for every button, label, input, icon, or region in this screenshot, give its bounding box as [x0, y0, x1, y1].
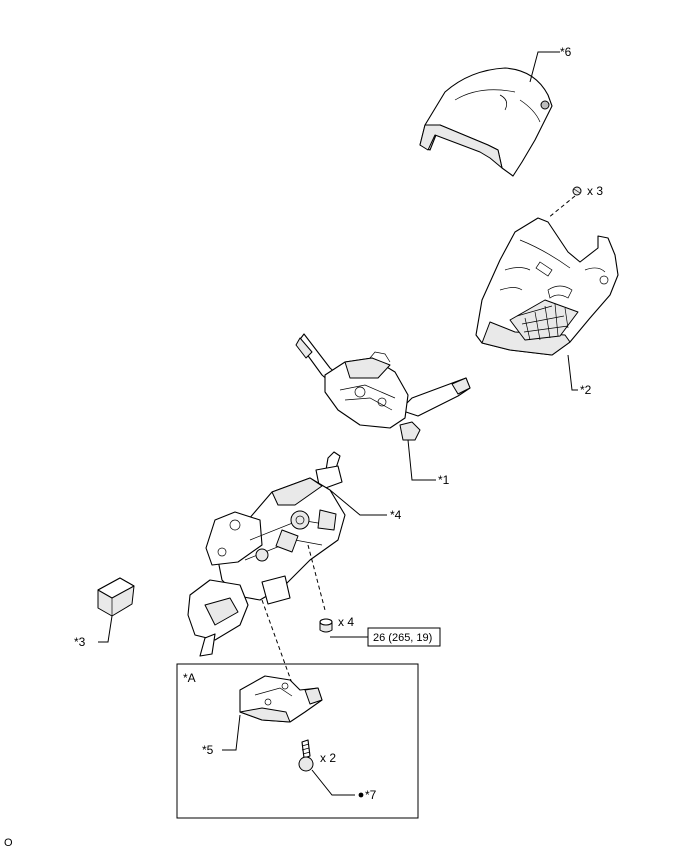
- column-ecu: [239, 675, 323, 723]
- screw-icon: [572, 186, 582, 196]
- lower-column-cover: [475, 217, 619, 356]
- label-part-2: *2: [580, 383, 592, 397]
- combination-switch: [295, 333, 471, 441]
- filled-circle-icon: [358, 792, 364, 798]
- label-corner: O: [4, 837, 13, 849]
- label-part-4: *4: [390, 508, 402, 522]
- label-part-a: *A: [183, 671, 196, 685]
- steering-column-assembly: [187, 451, 346, 657]
- torque-spec-box: [367, 627, 441, 647]
- label-qty-x4: x 4: [338, 615, 354, 629]
- label-part-1: *1: [438, 473, 450, 487]
- bolt-icon: [319, 618, 333, 633]
- detail-inset-box: [176, 663, 419, 819]
- label-part-6: *6: [560, 45, 572, 59]
- ecu-bolt-icon: [298, 739, 314, 772]
- label-torque: 26 (265, 19): [373, 632, 432, 644]
- label-part-7: *7: [365, 788, 377, 802]
- upper-column-cover: [419, 67, 553, 177]
- label-qty-x2: x 2: [320, 751, 336, 765]
- spacer-block: [97, 577, 135, 617]
- label-part-3: *3: [74, 635, 86, 649]
- label-qty-x3: x 3: [587, 184, 603, 198]
- label-part-5: *5: [202, 743, 214, 757]
